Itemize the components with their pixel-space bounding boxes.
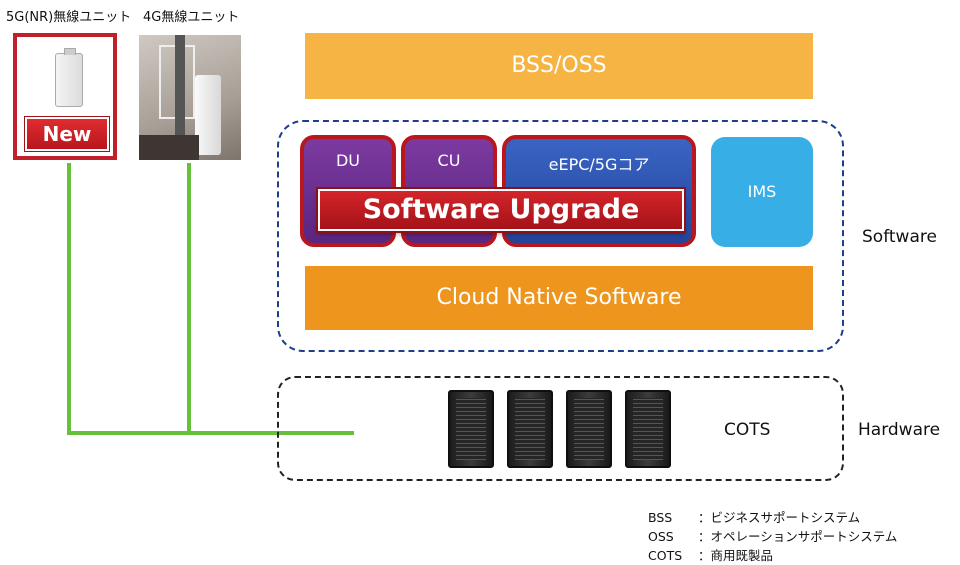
server-rack-icon [507, 390, 553, 468]
backhaul-link-line [67, 431, 354, 435]
legend-desc: ：オペレーションサポートシステム [698, 529, 898, 544]
nr-radio-unit: New [13, 33, 117, 160]
antenna-base [139, 135, 199, 160]
cots-label: COTS [724, 420, 771, 440]
radio-unit-photo-icon [55, 48, 83, 107]
new-badge: New [25, 117, 109, 151]
lte-radio-unit [139, 35, 241, 160]
legend-row: OSS ：オペレーションサポートシステム [648, 526, 897, 545]
server-rack-icon [625, 390, 671, 468]
nr-link-line [67, 163, 71, 435]
software-upgrade-banner: Software Upgrade [318, 189, 684, 231]
hardware-frame [277, 376, 844, 481]
bss-oss-bar: BSS/OSS [305, 33, 813, 99]
server-rack-icon [448, 390, 494, 468]
legend-abbr: BSS [648, 510, 673, 525]
legend: BSS ：ビジネスサポートシステム OSS ：オペレーションサポートシステム COT… [648, 507, 897, 564]
lte-link-line [187, 163, 191, 435]
legend-abbr: COTS [648, 548, 683, 563]
nr-unit-label: 5G(NR)無線ユニット [6, 10, 132, 25]
legend-desc: ：商用既製品 [698, 548, 774, 563]
legend-desc: ：ビジネスサポートシステム [698, 510, 861, 525]
legend-abbr: OSS [648, 529, 674, 544]
legend-row: COTS ：商用既製品 [648, 545, 897, 564]
antenna-pole [175, 35, 185, 160]
server-rack-icon [566, 390, 612, 468]
antenna-photo-icon [195, 75, 221, 155]
cloud-native-bar: Cloud Native Software [305, 266, 813, 330]
legend-row: BSS ：ビジネスサポートシステム [648, 507, 897, 526]
lte-unit-label: 4G無線ユニット [143, 10, 240, 25]
ims-module: IMS [711, 137, 813, 247]
hardware-label: Hardware [858, 420, 941, 440]
software-frame [277, 120, 844, 352]
software-label: Software [862, 227, 937, 247]
